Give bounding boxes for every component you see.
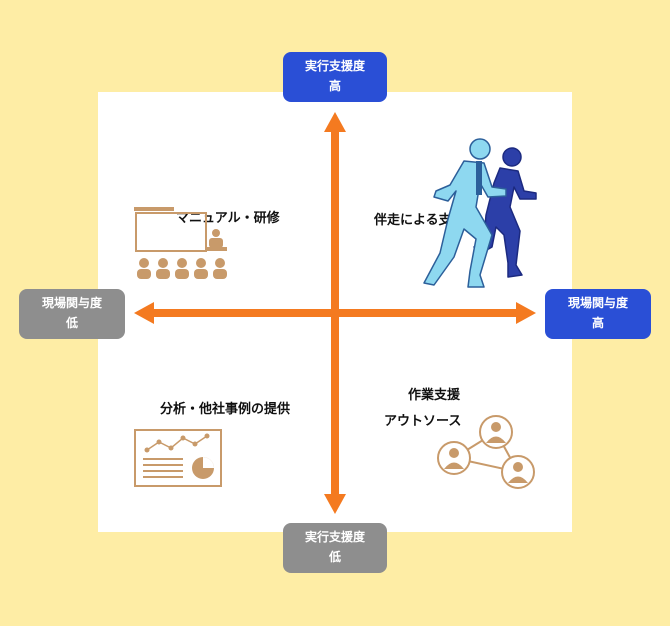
analysis-chart-icon [134, 429, 222, 487]
left-axis-level: 低 [65, 316, 78, 330]
right-axis-title: 現場関与度 [567, 296, 628, 310]
horizontal-axis-arrowhead-right [516, 302, 536, 324]
left-axis-title: 現場関与度 [41, 296, 102, 310]
bottom-axis-level: 低 [328, 550, 341, 564]
network-people-icon [437, 415, 535, 489]
right-axis-badge: 現場関与度 高 [545, 289, 651, 339]
right-axis-level: 高 [591, 316, 604, 330]
quadrant-top-right-label: 伴走による支援 [374, 213, 465, 228]
top-axis-title: 実行支援度 [304, 59, 365, 73]
bottom-axis-badge: 実行支援度 低 [283, 523, 387, 573]
left-axis-badge: 現場関与度 低 [19, 289, 125, 339]
horizontal-axis-shaft [150, 309, 520, 317]
training-presentation-icon [134, 207, 227, 279]
top-axis-level: 高 [328, 79, 341, 93]
vertical-axis-arrowhead-top [324, 112, 346, 132]
quadrant-bottom-left-label: 分析・他社事例の提供 [160, 402, 291, 417]
bottom-axis-title: 実行支援度 [304, 530, 365, 544]
quadrant-top-left-label: マニュアル・研修 [176, 211, 280, 226]
horizontal-axis-arrowhead-left [134, 302, 154, 324]
vertical-axis-arrowhead-bottom [324, 494, 346, 514]
quadrant-bottom-right-line2: アウトソース [384, 414, 462, 429]
runners-icon [423, 138, 537, 288]
quadrant-bottom-right-line1: 作業支援 [408, 388, 461, 403]
top-axis-badge: 実行支援度 高 [283, 52, 387, 102]
